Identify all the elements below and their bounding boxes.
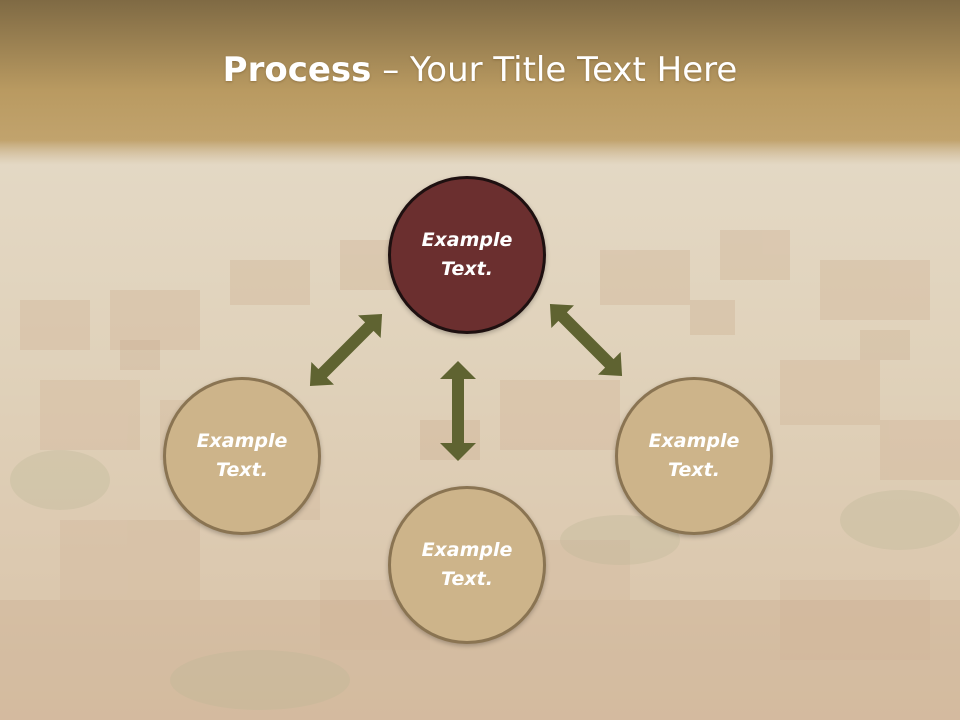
process-node-bottom: Example Text. xyxy=(388,486,546,644)
title-separator: – xyxy=(371,50,411,90)
process-node-right: Example Text. xyxy=(615,377,773,535)
node-bottom-text: Example Text. xyxy=(421,539,513,590)
arrow-top-left xyxy=(309,313,383,387)
title-bold-part: Process xyxy=(222,50,372,90)
title-rest: Your Title Text Here xyxy=(410,50,738,90)
node-top-text: Example Text. xyxy=(421,229,513,280)
slide-title: Process – Your Title Text Here xyxy=(0,50,960,90)
process-node-left: Example Text. xyxy=(163,377,321,535)
process-node-top: Example Text. xyxy=(388,176,546,334)
arrow-center-vertical xyxy=(440,361,476,461)
node-right-text: Example Text. xyxy=(648,430,740,481)
node-left-text: Example Text. xyxy=(196,430,288,481)
arrow-top-right xyxy=(549,303,623,377)
